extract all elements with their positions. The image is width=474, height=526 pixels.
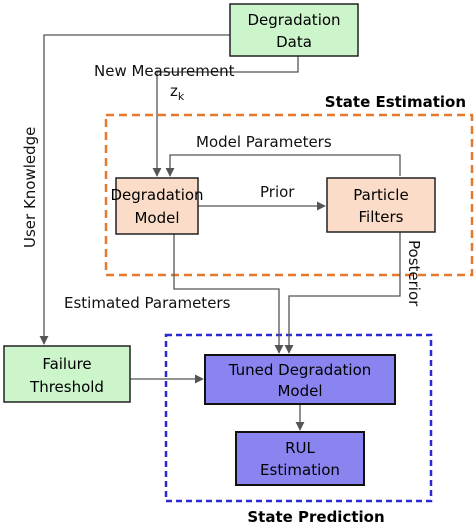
particle-filters-node: Particle Filters xyxy=(326,177,436,233)
model-parameters-label: Model Parameters xyxy=(196,133,332,151)
degradation-data-node: Degradation Data xyxy=(229,3,359,57)
user-knowledge-arrow xyxy=(39,34,230,345)
posterior-arrow xyxy=(284,232,401,354)
state-prediction-label: State Prediction xyxy=(247,508,384,526)
svg-text:Estimation: Estimation xyxy=(260,461,340,479)
tuned-degradation-model-node: Tuned Degradation Model xyxy=(204,354,396,405)
svg-text:Threshold: Threshold xyxy=(29,378,104,396)
failure-threshold-node: Failure Threshold xyxy=(3,345,131,403)
svg-text:Data: Data xyxy=(276,33,312,51)
svg-text:Degradation: Degradation xyxy=(247,11,340,29)
svg-text:Tuned Degradation: Tuned Degradation xyxy=(228,361,372,379)
svg-text:Model: Model xyxy=(277,382,322,400)
svg-text:Failure: Failure xyxy=(42,355,91,373)
zk-label: zk xyxy=(170,82,185,103)
new-measurement-arrow xyxy=(152,56,299,177)
degradation-model-node: Degradation Model xyxy=(110,177,204,235)
svg-text:RUL: RUL xyxy=(285,439,315,457)
new-measurement-label: New Measurement xyxy=(94,62,235,80)
svg-text:Degradation: Degradation xyxy=(110,186,203,204)
zk-symbol: z xyxy=(170,82,178,100)
posterior-label: Posterior xyxy=(405,240,423,307)
model-parameters-arrow xyxy=(165,154,401,177)
state-estimation-label: State Estimation xyxy=(325,93,466,111)
user-knowledge-label: User Knowledge xyxy=(21,127,39,248)
estimated-parameters-label: Estimated Parameters xyxy=(64,294,231,312)
estimated-parameters-arrow xyxy=(173,234,284,354)
state-estimation-group-border xyxy=(104,113,474,277)
svg-text:Filters: Filters xyxy=(359,208,404,226)
svg-text:Particle: Particle xyxy=(353,186,408,204)
prior-label: Prior xyxy=(260,183,295,201)
zk-subscript: k xyxy=(178,90,185,103)
rul-estimation-node: RUL Estimation xyxy=(235,431,365,486)
state-prediction-group-border xyxy=(164,333,433,503)
svg-text:Model: Model xyxy=(134,209,179,227)
